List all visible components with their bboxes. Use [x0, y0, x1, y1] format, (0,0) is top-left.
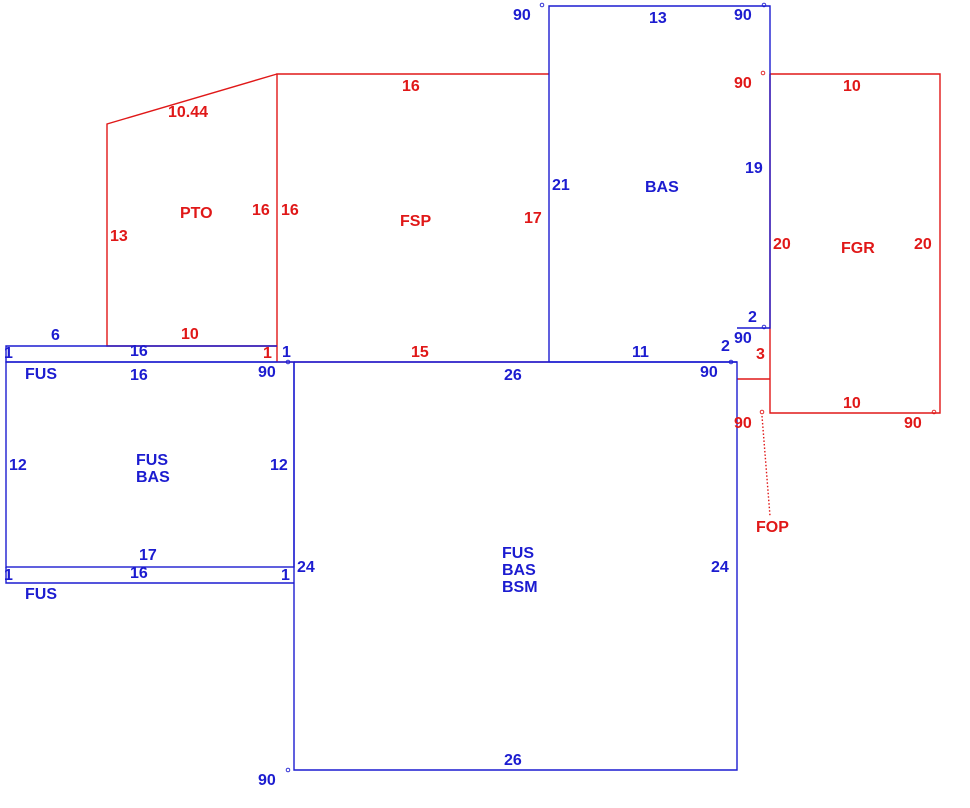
dim-fgr-bottom: 10: [843, 395, 861, 412]
dim-fus-bas-bottom: 17: [139, 547, 157, 564]
dim-fus-top-right: 1: [282, 344, 291, 361]
dim-fsp-left: 16: [281, 202, 299, 219]
bas-top-label: BAS: [645, 179, 679, 196]
pto-label: PTO: [180, 205, 213, 222]
dim-fus-bas-top: 16: [130, 367, 148, 384]
angle-dot: [728, 359, 734, 365]
angle-dot: [761, 324, 767, 330]
area-bas-top: [548, 5, 771, 362]
angle-dot: [285, 359, 291, 365]
fsp-outline: [276, 73, 549, 362]
angle-fgr-top-left: 90: [734, 75, 752, 92]
dim-fus-bottom-left: 1: [4, 567, 13, 584]
fus-bottom-label: FUS: [25, 586, 57, 603]
angle-main-top-right: 90: [700, 364, 718, 381]
dim-bas-step-top: 2: [748, 309, 757, 326]
main-label-1: FUS: [502, 545, 534, 562]
dim-fus-bottom-top: 16: [130, 565, 148, 582]
angle-fgr-bottom-right: 90: [904, 415, 922, 432]
fus-top-label: FUS: [25, 366, 57, 383]
dim-fsp-top: 16: [402, 78, 420, 95]
main-label-3: BSM: [502, 579, 538, 596]
area-fop: [737, 378, 771, 517]
dim-fsp-left-step: 1: [263, 345, 272, 362]
dim-pto-bottom: 10: [181, 326, 199, 343]
dim-pto-right: 16: [252, 202, 270, 219]
area-fus-bottom: [5, 567, 294, 584]
angle-dot: [760, 70, 766, 76]
dim-main-bottom: 26: [504, 752, 522, 769]
area-fsp: [276, 73, 549, 362]
dim-bas-bottom: 11: [632, 344, 649, 361]
dim-fus-top-left: 1: [4, 345, 13, 362]
dim-bas-left: 21: [552, 177, 570, 194]
dim-main-left: 24: [297, 559, 315, 576]
dim-main-top: 26: [504, 367, 522, 384]
angle-dot: [285, 767, 291, 773]
angle-bas-top-left: 90: [513, 7, 531, 24]
dim-bas-right: 19: [745, 160, 763, 177]
fsp-label: FSP: [400, 213, 431, 230]
dim-fgr-left: 20: [773, 236, 791, 253]
angle-fop-bottom: 90: [734, 415, 752, 432]
dim-fus-top-bottom: 16: [130, 343, 148, 360]
dim-main-right: 24: [711, 559, 729, 576]
main-label-2: BAS: [502, 562, 536, 579]
area-main: [293, 361, 738, 771]
angle-dot: [761, 2, 767, 8]
fus-bas-label-2: BAS: [136, 469, 170, 486]
bas-outline: [548, 5, 771, 362]
dim-fus-bas-right: 12: [270, 457, 288, 474]
angle-bas-bottom-right: 90: [734, 330, 752, 347]
dim-bas-step-side: 2: [721, 338, 730, 355]
dim-fus-bas-left: 12: [9, 457, 27, 474]
angle-dot: [539, 2, 545, 8]
dim-fgr-top: 10: [843, 78, 861, 95]
dim-pto-left: 13: [110, 228, 128, 245]
fus-bas-label-1: FUS: [136, 452, 168, 469]
angle-dot: [759, 409, 765, 415]
angle-bas-top-right: 90: [734, 7, 752, 24]
angle-markers: [285, 2, 937, 773]
dim-fsp-right: 17: [524, 210, 542, 227]
dim-bas-top: 13: [649, 10, 667, 27]
dim-fgr-right: 20: [914, 236, 932, 253]
dim-fus-top-width: 6: [51, 327, 60, 344]
dim-fsp-bottom: 15: [411, 344, 429, 361]
fus-bottom-outline: [5, 567, 294, 584]
fgr-label: FGR: [841, 240, 875, 257]
dim-fop-side: 3: [756, 346, 765, 363]
dim-pto-slope: 10.44: [168, 104, 208, 121]
angle-fus-bas-top-right: 90: [258, 364, 276, 381]
dim-fus-bottom-right: 1: [281, 567, 290, 584]
angle-main-bottom-left: 90: [258, 772, 276, 789]
angle-dot: [931, 409, 937, 415]
fop-leader-line: [761, 415, 771, 517]
fop-label: FOP: [756, 519, 789, 536]
